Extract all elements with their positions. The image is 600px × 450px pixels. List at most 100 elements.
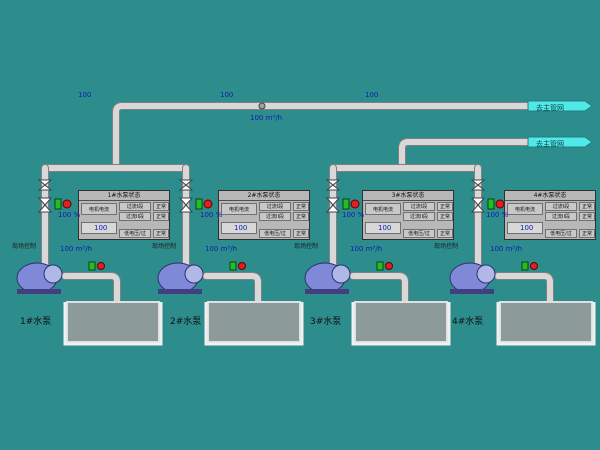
site-control-label-1[interactable]: 现场控制 [12, 243, 37, 250]
panel-title: 1#水泵状态 [79, 191, 169, 201]
water-tank-1 [66, 301, 160, 343]
valve-status-led-1 [54, 198, 62, 210]
fault-overcurrent-1: 过流I段 [259, 202, 291, 211]
valve-open-percent-2: 100 % [200, 211, 223, 219]
pump-base-3 [305, 289, 349, 294]
outlet-valve-icon-2[interactable] [178, 197, 194, 213]
check-valve-icon-2 [178, 179, 194, 191]
pump-name-4: 4#水泵 [452, 317, 484, 327]
site-control-label-4[interactable]: 现场控制 [434, 243, 459, 250]
status-2: 正常 [579, 212, 595, 221]
inlet-alarm-icon-2 [238, 262, 246, 270]
outlet-label-2: 去主管网 [536, 140, 564, 148]
tank-wall-2 [204, 302, 304, 346]
fault-overcurrent-2: 过流II段 [545, 212, 577, 221]
pump-2-status-panel: 2#水泵状态 电机电流 过流I段 正常 过流II段 正常 100 低电压/过PT… [218, 190, 310, 240]
suction-pipe-4 [495, 273, 553, 315]
valve-status-led-4 [487, 198, 495, 210]
motor-current-label: 电机电流 [221, 203, 257, 215]
pump-4-status-panel: 4#水泵状态 电机电流 过流I段 正常 过流II段 正常 100 低电压/过PT… [504, 190, 596, 240]
valve-open-percent-3: 100 % [342, 211, 365, 219]
check-valve-icon-1 [37, 179, 53, 191]
site-control-label-2[interactable]: 现场控制 [152, 243, 177, 250]
motor-current-label: 电机电流 [365, 203, 401, 215]
fault-overcurrent-2: 过流II段 [403, 212, 435, 221]
flow-reading-1: 100 m³/h [60, 245, 93, 253]
water-tank-4 [499, 301, 593, 343]
pump-volute-icon-4 [476, 264, 496, 284]
outlet-valve-icon-3[interactable] [325, 197, 341, 213]
tank-wall-4 [496, 302, 596, 346]
inlet-alarm-icon-3 [385, 262, 393, 270]
pump-base-1 [17, 289, 61, 294]
inlet-valve-led-4 [521, 261, 529, 271]
flow-value-mid: 100 [220, 91, 234, 99]
flow-reading-3: 100 m³/h [350, 245, 383, 253]
secondary-header-pipe [399, 139, 533, 171]
status-2: 正常 [437, 212, 453, 221]
fault-overcurrent-2: 过流II段 [259, 212, 291, 221]
valve-status-led-2 [195, 198, 203, 210]
fault-overcurrent-2: 过流II段 [119, 212, 151, 221]
motor-current-value: 100 [81, 222, 117, 234]
pump-volute-icon-3 [331, 264, 351, 284]
motor-current-value: 100 [365, 222, 401, 234]
tank-wall-3 [351, 302, 451, 346]
pump-volute-icon-1 [43, 264, 63, 284]
alarm-indicator-icon-3[interactable] [350, 199, 360, 209]
status-1: 正常 [579, 202, 595, 211]
pump-3-status-panel: 3#水泵状态 电机电流 过流I段 正常 过流II段 正常 100 低电压/过PT… [362, 190, 454, 240]
voltage-fault-label: 低电压/过PTR [119, 229, 151, 238]
flow-reading-2: 100 m³/h [205, 245, 238, 253]
status-2: 正常 [153, 212, 169, 221]
voltage-fault-label: 低电压/过PTR [545, 229, 577, 238]
tank-wall-1 [63, 302, 163, 346]
outlet-label-1: 去主管网 [536, 104, 564, 112]
voltage-fault-label: 低电压/过PTR [259, 229, 291, 238]
flow-reading-4: 100 m³/h [490, 245, 523, 253]
inlet-valve-led-2 [229, 261, 237, 271]
status-3: 正常 [153, 229, 169, 238]
site-control-label-3[interactable]: 现场控制 [294, 243, 319, 250]
suction-pipe-3 [350, 273, 408, 315]
motor-current-label: 电机电流 [507, 203, 543, 215]
alarm-indicator-icon-4[interactable] [495, 199, 505, 209]
pump-name-1: 1#水泵 [20, 317, 52, 327]
flow-value-left: 100 [78, 91, 92, 99]
inlet-valve-led-3 [376, 261, 384, 271]
outlet-arrow-1 [527, 100, 593, 112]
inlet-alarm-icon-4 [530, 262, 538, 270]
panel-title: 2#水泵状态 [219, 191, 309, 201]
pump-name-3: 3#水泵 [310, 317, 342, 327]
outlet-valve-icon-1[interactable] [37, 197, 53, 213]
flow-value-right: 100 [365, 91, 379, 99]
pump-base-4 [450, 289, 494, 294]
fault-overcurrent-1: 过流I段 [403, 202, 435, 211]
pump-1-status-panel: 1#水泵状态 电机电流 过流I段 正常 过流II段 正常 100 低电压/过PT… [78, 190, 170, 240]
fault-overcurrent-1: 过流I段 [545, 202, 577, 211]
outlet-valve-icon-4[interactable] [470, 197, 486, 213]
pump-volute-icon-2 [184, 264, 204, 284]
water-tank-2 [207, 301, 301, 343]
pump-base-2 [158, 289, 202, 294]
main-header-pipe-edge [112, 102, 534, 172]
alarm-indicator-icon-2[interactable] [203, 199, 213, 209]
valve-status-led-3 [342, 198, 350, 210]
motor-current-label: 电机电流 [81, 203, 117, 215]
status-3: 正常 [293, 229, 309, 238]
status-3: 正常 [579, 229, 595, 238]
main-flow-meter-icon [258, 102, 266, 110]
status-3: 正常 [437, 229, 453, 238]
check-valve-icon-4 [470, 179, 486, 191]
motor-current-value: 100 [221, 222, 257, 234]
main-header-pipe [113, 103, 533, 171]
status-1: 正常 [437, 202, 453, 211]
alarm-indicator-icon-1[interactable] [62, 199, 72, 209]
suction-pipe-2 [203, 273, 261, 315]
status-1: 正常 [153, 202, 169, 211]
panel-title: 4#水泵状态 [505, 191, 595, 201]
main-flow-reading: 100 m³/h [250, 114, 283, 122]
fault-overcurrent-1: 过流I段 [119, 202, 151, 211]
